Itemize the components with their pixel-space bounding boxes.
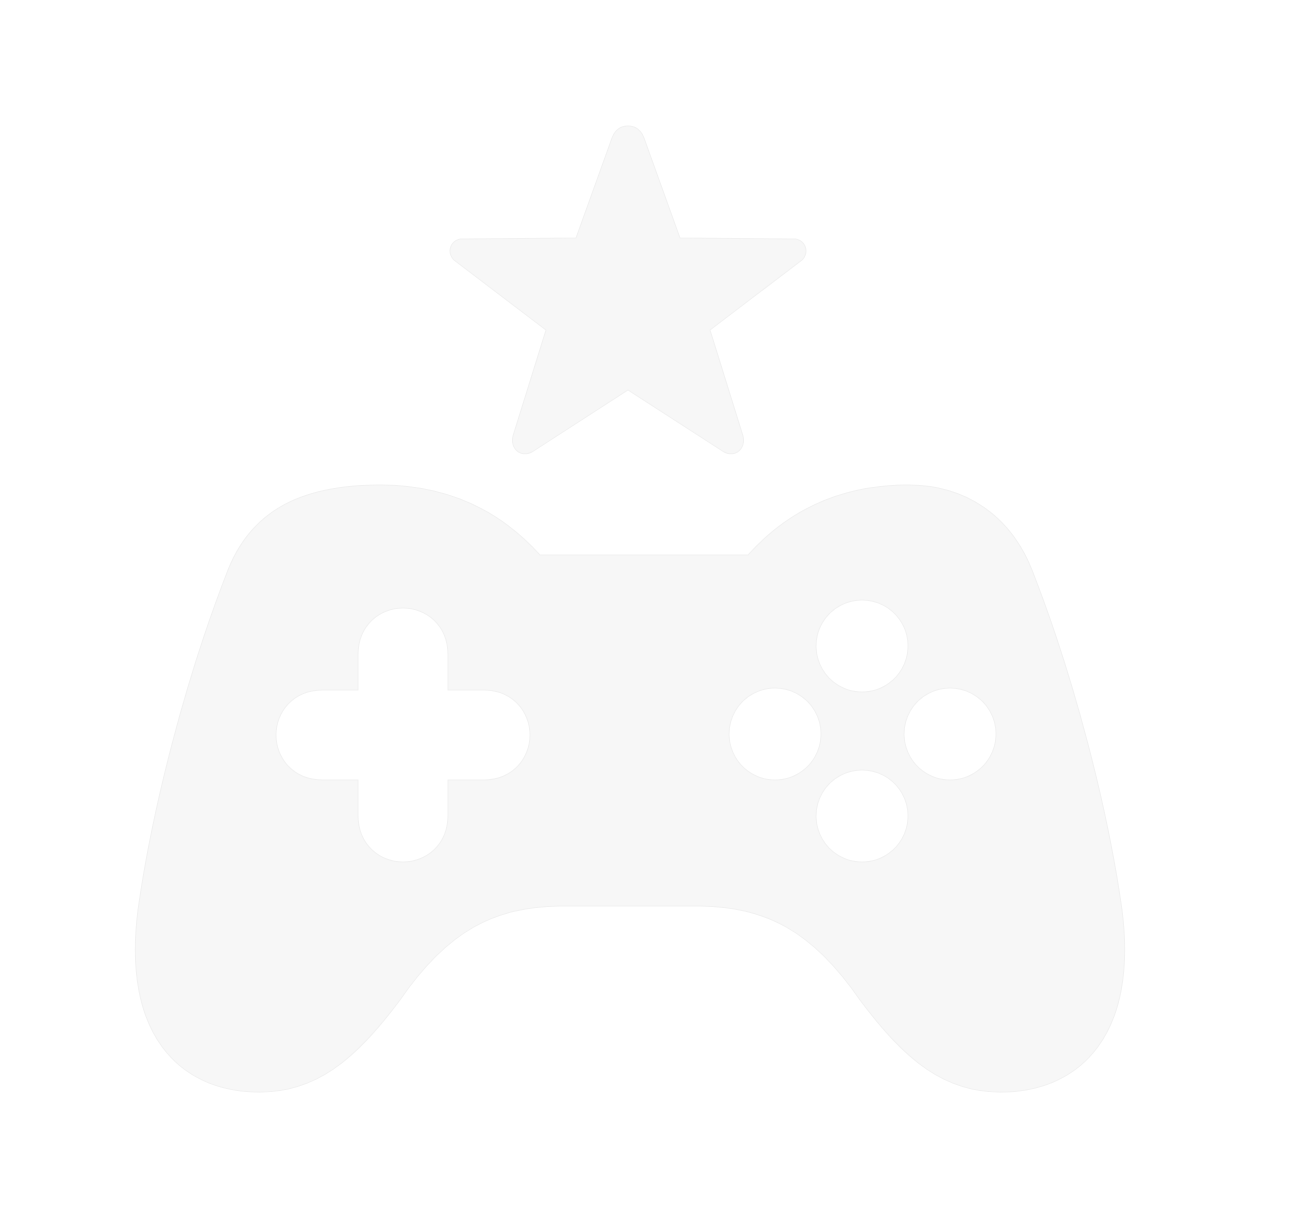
gamepad-icon: [134, 484, 1126, 1093]
star-icon: [449, 125, 807, 455]
